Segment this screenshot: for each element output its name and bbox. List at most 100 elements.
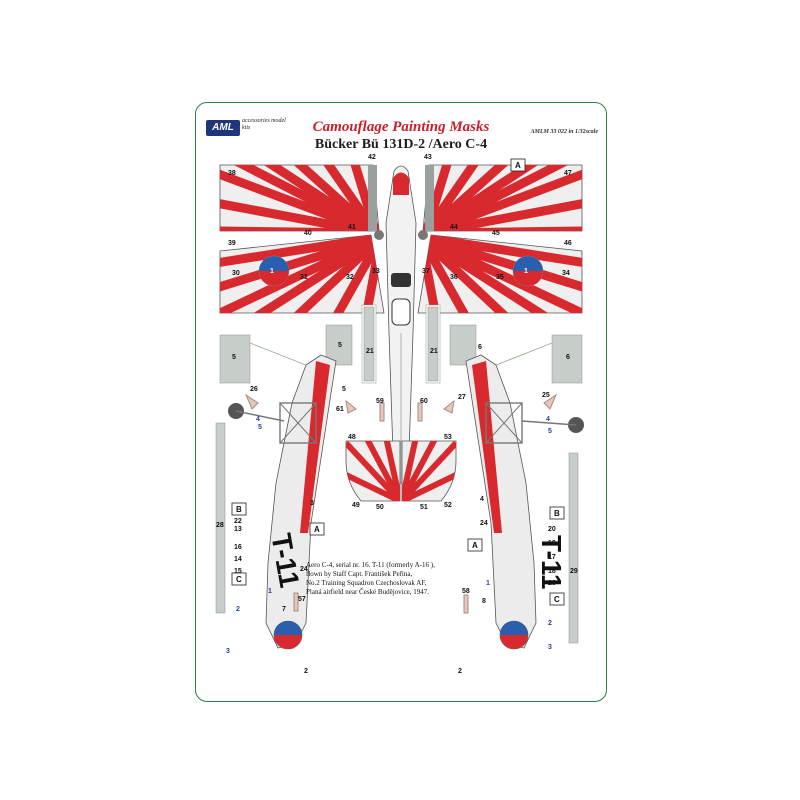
- svg-text:60: 60: [420, 398, 428, 405]
- svg-text:57: 57: [298, 596, 306, 603]
- svg-text:33: 33: [372, 268, 380, 275]
- svg-text:7: 7: [282, 606, 286, 613]
- svg-text:2: 2: [548, 620, 552, 627]
- svg-text:2: 2: [236, 606, 240, 613]
- caption-line: No.2 Training Squadron Czechoslovak AF,: [306, 579, 427, 587]
- svg-text:5: 5: [548, 428, 552, 435]
- svg-text:21: 21: [430, 348, 438, 355]
- caption-line: Planá airfield near České Budějovice, 19…: [306, 588, 430, 596]
- svg-text:44: 44: [450, 224, 458, 231]
- svg-text:4: 4: [480, 496, 484, 503]
- svg-text:A: A: [515, 161, 521, 170]
- svg-text:B: B: [236, 505, 242, 514]
- wheel-right-top: [418, 230, 428, 240]
- svg-text:3: 3: [310, 500, 314, 507]
- svg-text:23: 23: [548, 580, 556, 587]
- brand-subtitle: accessories model kits: [242, 118, 286, 131]
- svg-text:3: 3: [548, 644, 552, 651]
- tailplane-right: [401, 440, 457, 502]
- svg-text:34: 34: [562, 270, 570, 277]
- svg-text:6: 6: [566, 354, 570, 361]
- svg-text:38: 38: [228, 170, 236, 177]
- svg-text:42: 42: [368, 154, 376, 161]
- lower-wing-left: [219, 234, 385, 314]
- svg-text:37: 37: [422, 268, 430, 275]
- svg-text:30: 30: [232, 270, 240, 277]
- svg-text:27: 27: [458, 394, 466, 401]
- upper-wing-right: [422, 164, 583, 232]
- svg-text:29: 29: [570, 568, 578, 575]
- sheet-subtitle: Bücker Bü 131D-2 /Aero C-4: [314, 137, 488, 152]
- svg-text:17: 17: [548, 554, 556, 561]
- svg-text:24: 24: [300, 566, 308, 573]
- svg-text:1: 1: [268, 588, 272, 595]
- aircraft-code-right: T-11: [536, 535, 567, 589]
- svg-text:58: 58: [462, 588, 470, 595]
- svg-text:31: 31: [300, 274, 308, 281]
- fuselage-top-view: [385, 165, 417, 484]
- caption-line: Aero C-4, serial nr. 16. T-11 (formerly …: [306, 561, 435, 569]
- svg-text:49: 49: [352, 502, 360, 509]
- svg-text:32: 32: [346, 274, 354, 281]
- svg-text:19: 19: [548, 540, 556, 547]
- svg-text:13: 13: [234, 526, 242, 533]
- svg-text:4: 4: [256, 416, 260, 423]
- svg-text:5: 5: [338, 342, 342, 349]
- svg-text:20: 20: [548, 526, 556, 533]
- svg-text:14: 14: [234, 556, 242, 563]
- svg-text:8: 8: [482, 598, 486, 605]
- roundel-number-right: 1: [524, 268, 528, 275]
- svg-text:52: 52: [444, 502, 452, 509]
- svg-text:3: 3: [226, 648, 230, 655]
- letter-labels: A B A C B A C: [231, 158, 565, 606]
- svg-text:61: 61: [336, 406, 344, 413]
- svg-text:5: 5: [232, 354, 236, 361]
- brand-badge: AML: [206, 120, 240, 136]
- caption: Aero C-4, serial nr. 16. T-11 (formerly …: [306, 561, 486, 597]
- product-code: AMLM 33 022 in 1/32scale: [530, 129, 598, 135]
- svg-text:41: 41: [348, 224, 356, 231]
- svg-text:43: 43: [424, 154, 432, 161]
- svg-text:40: 40: [304, 230, 312, 237]
- svg-text:35: 35: [496, 274, 504, 281]
- svg-text:28: 28: [216, 522, 224, 529]
- svg-text:18: 18: [548, 568, 556, 575]
- brand-logo: AML accessories model kits: [206, 117, 286, 139]
- wheel-left-top: [374, 230, 384, 240]
- svg-text:21: 21: [366, 348, 374, 355]
- svg-text:53: 53: [444, 434, 452, 441]
- svg-text:C: C: [236, 575, 242, 584]
- svg-text:51: 51: [420, 504, 428, 511]
- mask-sheet: AML accessories model kits Camouflage Pa…: [195, 102, 607, 702]
- svg-text:A: A: [472, 541, 478, 550]
- svg-text:16: 16: [234, 544, 242, 551]
- part-numbers: 38 39 40 41 42 43 44 45 46 47 30 31 32 3…: [216, 154, 578, 675]
- mask-diagram: 1 1: [215, 154, 584, 675]
- svg-text:47: 47: [564, 170, 572, 177]
- svg-text:5: 5: [342, 386, 346, 393]
- svg-text:C: C: [554, 595, 560, 604]
- roundel-number-left: 1: [270, 268, 274, 275]
- svg-text:B: B: [554, 509, 560, 518]
- svg-text:5: 5: [258, 424, 262, 431]
- svg-text:1: 1: [486, 580, 490, 587]
- lower-wing-right: [417, 234, 583, 314]
- svg-text:39: 39: [228, 240, 236, 247]
- svg-text:36: 36: [450, 274, 458, 281]
- svg-text:45: 45: [492, 230, 500, 237]
- svg-text:25: 25: [542, 392, 550, 399]
- svg-text:15: 15: [234, 568, 242, 575]
- svg-text:59: 59: [376, 398, 384, 405]
- svg-text:2: 2: [304, 668, 308, 675]
- svg-text:26: 26: [250, 386, 258, 393]
- svg-text:24: 24: [480, 520, 488, 527]
- caption-line: flown by Staff Capt. František Peřina,: [306, 570, 413, 578]
- svg-text:48: 48: [348, 434, 356, 441]
- fuselage-side-left: T-11: [228, 354, 337, 650]
- gray-masks: [215, 304, 583, 644]
- svg-text:6: 6: [478, 344, 482, 351]
- upper-wing-left: [219, 164, 380, 232]
- svg-text:50: 50: [376, 504, 384, 511]
- fuselage-side-right: T-11: [465, 354, 584, 650]
- svg-text:2: 2: [458, 668, 462, 675]
